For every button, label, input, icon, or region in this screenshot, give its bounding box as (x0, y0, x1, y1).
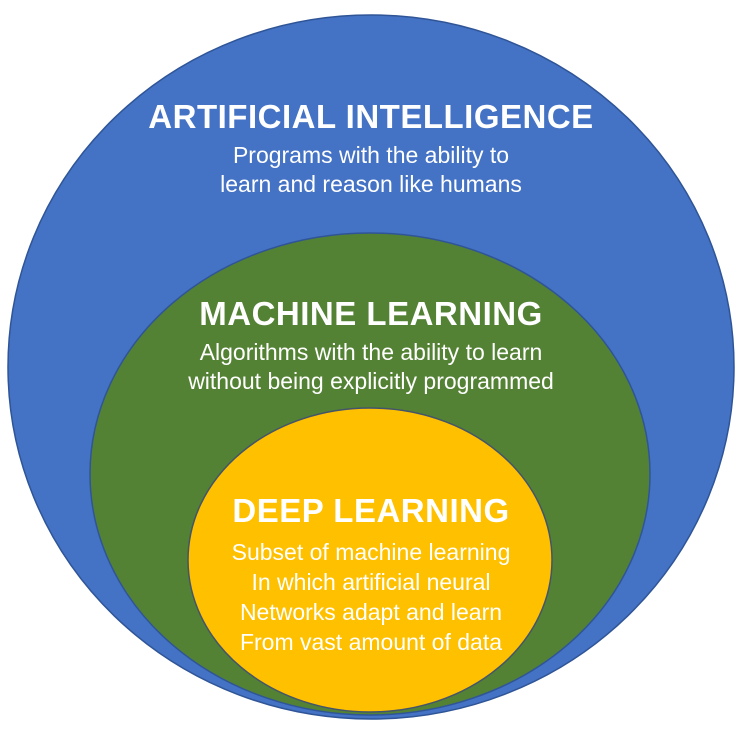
dl-circle-outline (187, 407, 553, 713)
ml-circle-outline (89, 232, 651, 716)
ai-circle-outline (7, 14, 735, 720)
dl-circle (188, 408, 552, 712)
